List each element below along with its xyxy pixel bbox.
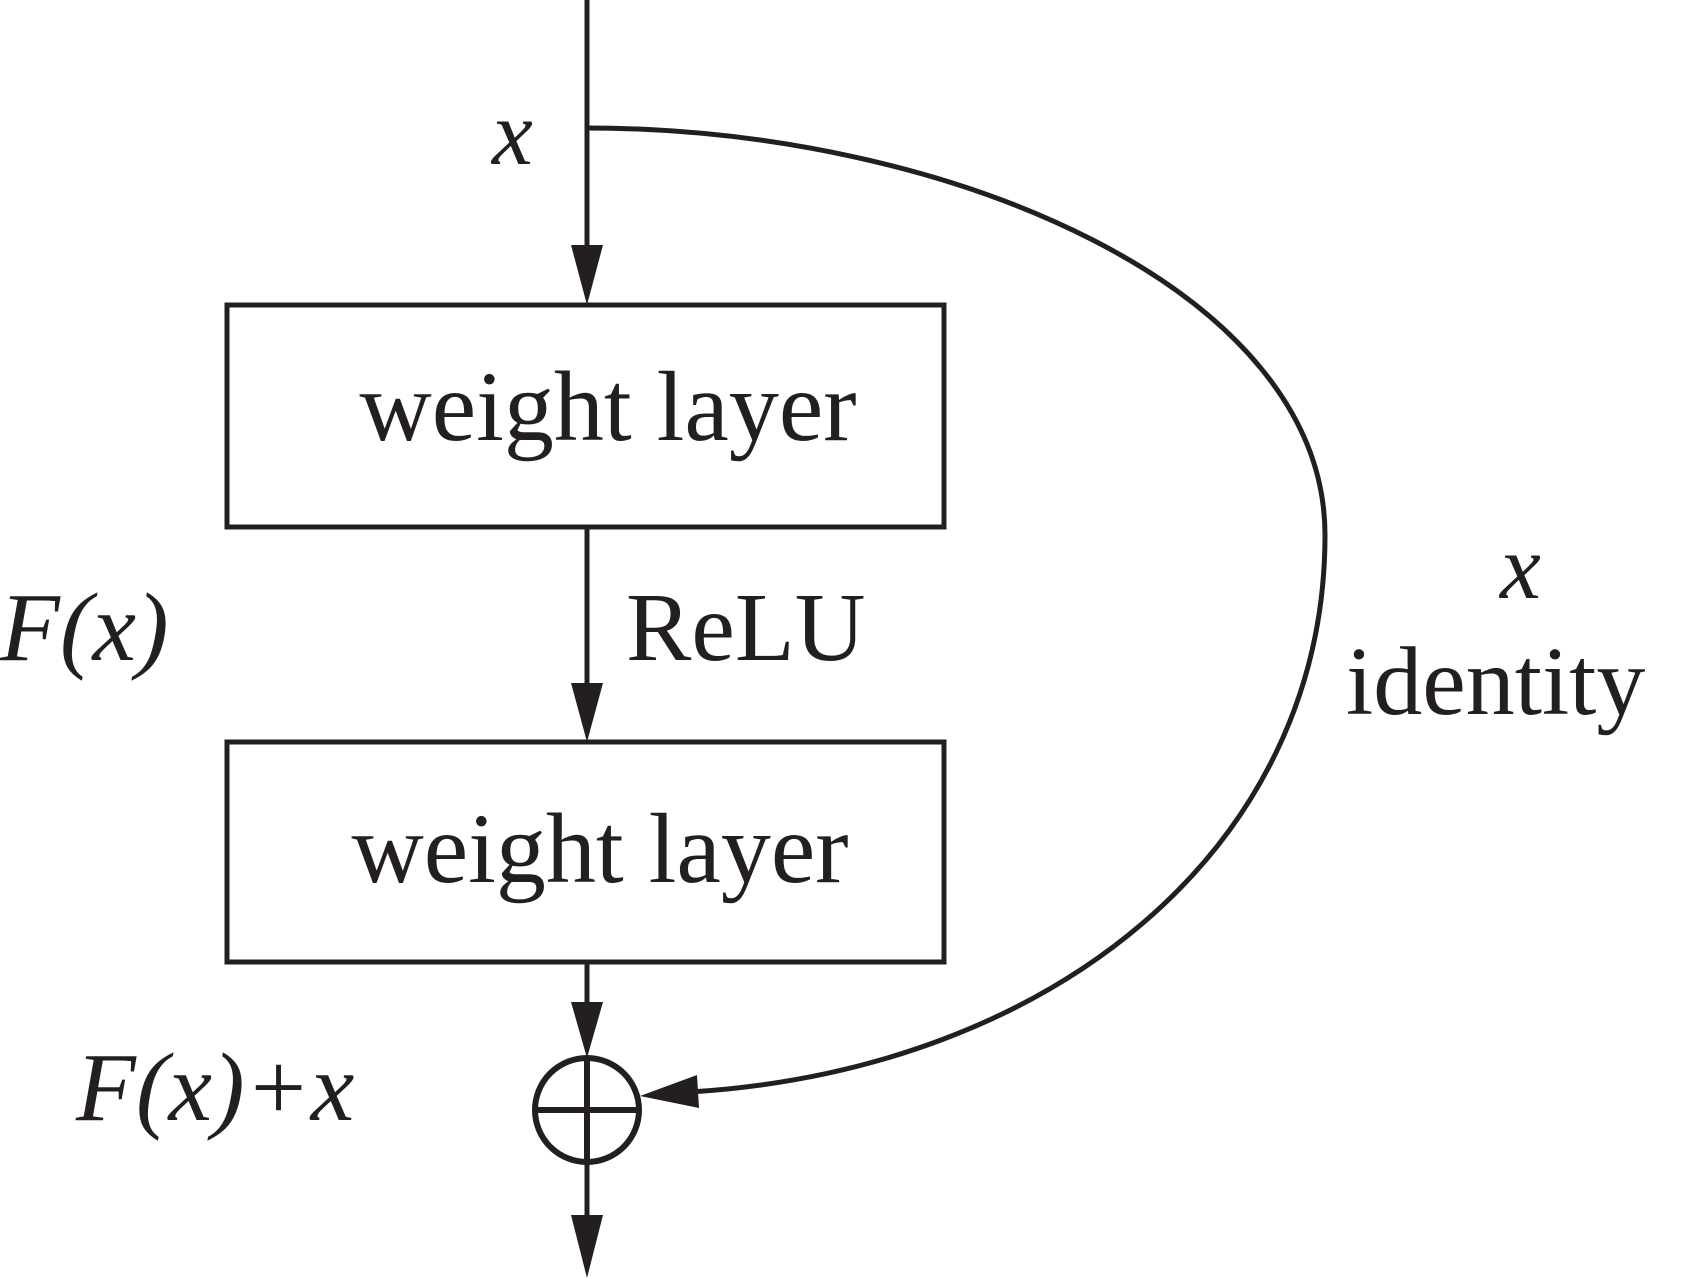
shortcut-var-label: x (1498, 516, 1541, 618)
identity-shortcut-arrowhead (640, 1075, 699, 1108)
shortcut-name-label: identity (1346, 628, 1645, 736)
weight-layer-block-1: weight layer (224, 302, 947, 530)
weight-layer-block-2: weight layer (224, 739, 947, 965)
block-output-arrowhead (571, 1002, 603, 1058)
output-label: F(x)+x (75, 1034, 354, 1142)
sum-node (532, 1055, 642, 1165)
relu-arrowhead (571, 683, 603, 742)
residual-label: F(x) (0, 574, 169, 682)
input-arrowhead (571, 245, 603, 305)
relu-label: ReLU (626, 574, 866, 682)
identity-shortcut-curve (586, 125, 1328, 1095)
residual-label-text: F(x) (0, 574, 169, 682)
output-arrowhead (571, 1215, 603, 1278)
input-label: x (490, 82, 533, 184)
weight-layer-label-2: weight layer (351, 793, 848, 904)
weight-layer-label-1: weight layer (359, 351, 856, 462)
